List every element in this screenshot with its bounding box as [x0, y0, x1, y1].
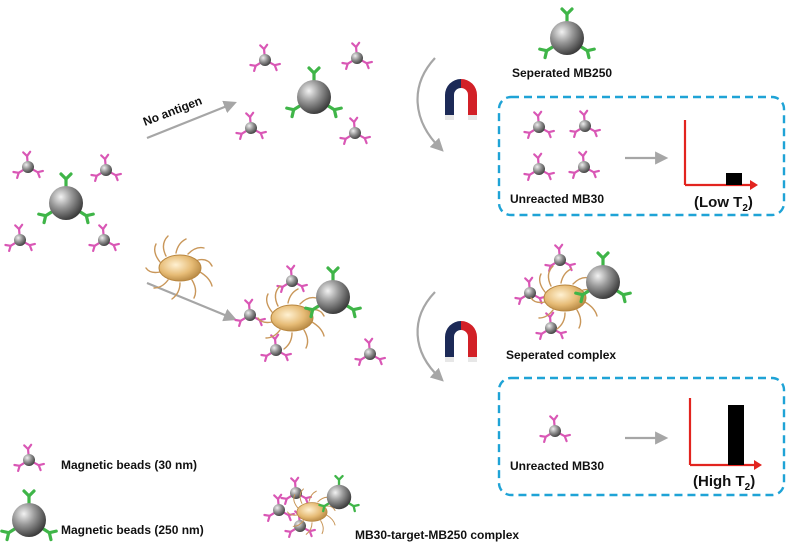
separated-complex-label: Seperated complex — [506, 348, 616, 362]
legend-mb30-label: Magnetic beads (30 nm) — [61, 458, 197, 472]
magnet-icon-top — [445, 79, 477, 120]
result-box-low — [497, 95, 786, 217]
legend-mb30-icon — [14, 445, 43, 471]
no-antigen-label: No antigen — [141, 94, 204, 129]
no-antigen-mixture — [236, 43, 371, 144]
separated-mb250-bead — [540, 9, 594, 58]
magnet-arrow-bottom — [416, 291, 444, 382]
arrow-no-antigen — [146, 100, 237, 140]
separated-mb250-label: Seperated MB250 — [512, 66, 612, 80]
high-t2-chart — [688, 398, 762, 470]
low-t2-bar — [726, 173, 742, 185]
legend-complex-icon — [264, 476, 358, 537]
unreacted-mb30-bottom — [540, 416, 569, 442]
unreacted-mb30-top-label: Unreacted MB30 — [510, 192, 604, 206]
legend-complex-label: MB30-target-MB250 complex — [355, 528, 519, 542]
target-bacterium — [257, 285, 325, 350]
target-mixture — [235, 266, 384, 365]
target-bacterium-icon — [145, 235, 213, 300]
unreacted-mb30-top — [524, 111, 599, 180]
legend-mb250-icon — [2, 491, 56, 540]
result-box-high — [497, 376, 786, 497]
arrow-with-target — [146, 281, 237, 322]
high-t2-bar — [728, 405, 744, 465]
initial-mixture — [5, 152, 120, 251]
high-t2-label: (High T2) — [693, 473, 755, 493]
legend-mb250-label: Magnetic beads (250 nm) — [61, 523, 204, 537]
magnet-arrow-top — [416, 57, 444, 152]
magnet-icon-bottom — [445, 321, 477, 362]
unreacted-mb30-bottom-label: Unreacted MB30 — [510, 459, 604, 473]
low-t2-chart — [683, 120, 758, 190]
separated-complex — [515, 245, 630, 339]
low-t2-label: (Low T2) — [694, 194, 753, 214]
